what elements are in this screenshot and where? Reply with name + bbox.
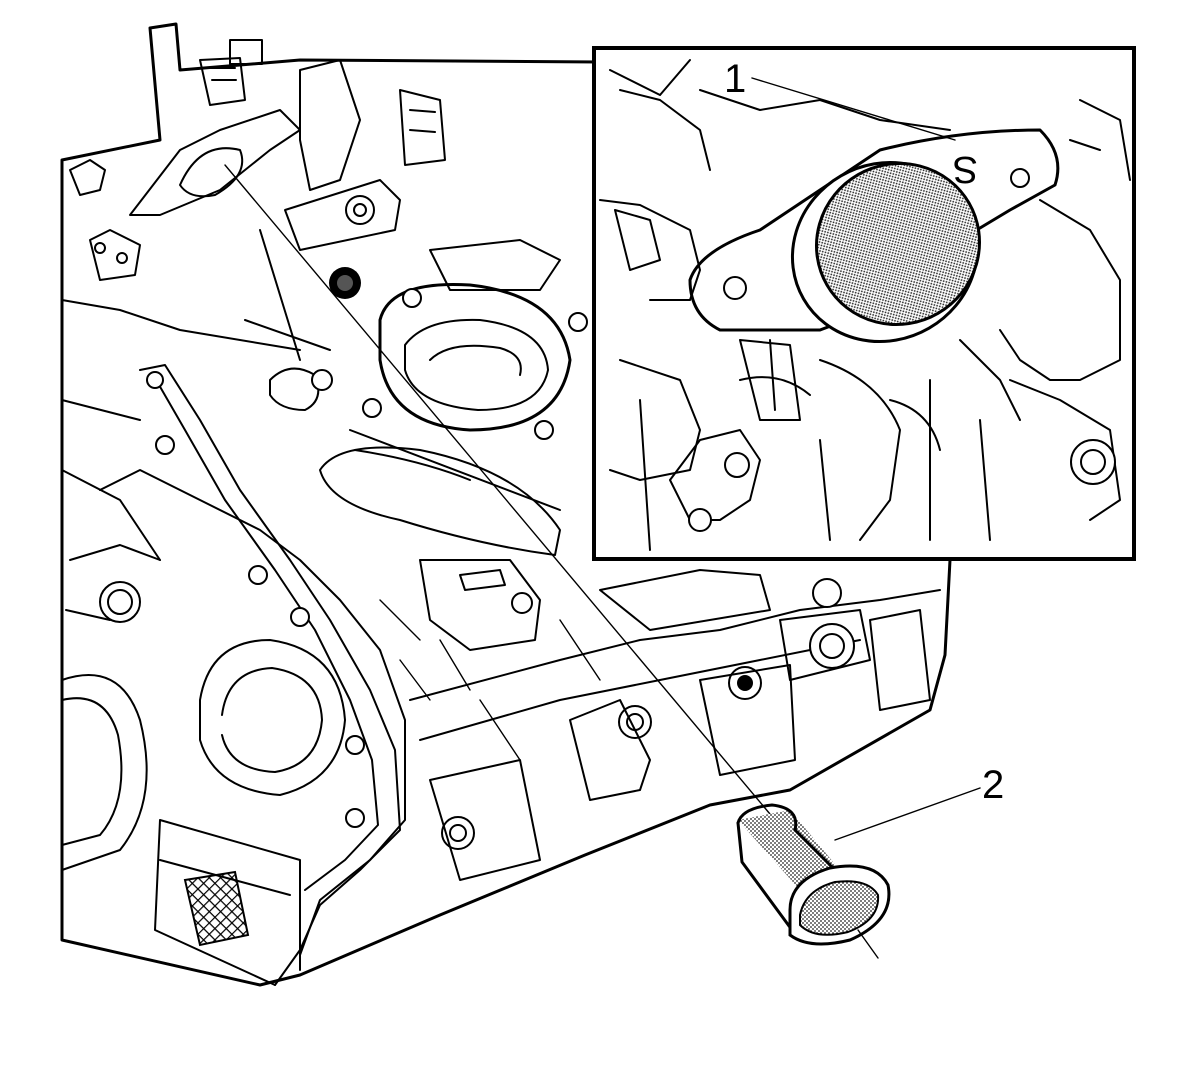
detail-inset: S [592, 46, 1136, 561]
callout-1-label: 1 [724, 57, 746, 101]
plug-part [736, 803, 891, 959]
engine-block [60, 22, 952, 987]
inset-s-mark: S [953, 148, 978, 190]
callout-2: 2 [834, 763, 1004, 841]
callout-1: 1 [724, 57, 956, 141]
leader-line [224, 164, 776, 821]
callout-2-label: 2 [982, 763, 1004, 807]
